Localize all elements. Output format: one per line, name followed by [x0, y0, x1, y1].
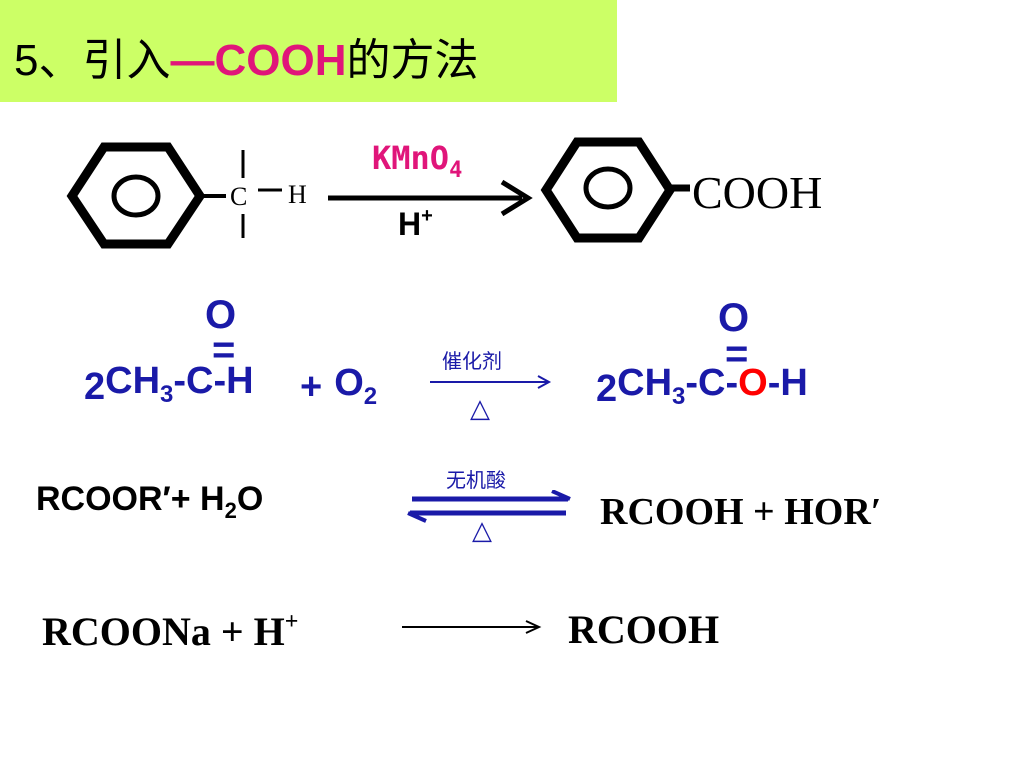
reaction1-structures: [66, 137, 690, 249]
condition-superscript: +: [421, 205, 433, 227]
catalyst-label: 催化剂: [442, 349, 502, 373]
ester-text: RCOOR′+ H: [36, 480, 225, 518]
inorganic-acid-label: 无机酸: [446, 468, 506, 492]
reaction4-arrow: [402, 620, 542, 634]
carboxylic-acid-product: RCOOH: [568, 607, 720, 652]
hydrolysis-products: RCOOH + HOR′: [600, 491, 882, 533]
title-prefix: 5、引入: [14, 36, 171, 85]
condition-h-plus: H+: [398, 205, 433, 243]
salt-h-superscript: +: [284, 609, 299, 635]
ch-part: CH: [105, 360, 161, 402]
hydrogen-label: H: [288, 180, 307, 209]
reagent-text: KMnO: [372, 139, 450, 177]
p-ch3-subscript: 3: [672, 383, 686, 410]
p-ch-part: CH: [617, 362, 673, 404]
plus-sign: +: [300, 366, 323, 408]
heat-symbol-2: △: [472, 516, 492, 546]
title-suffix: 的方法: [346, 36, 479, 85]
salt-reactants: RCOONa + H+: [42, 608, 298, 655]
product-cooh: COOH: [692, 167, 823, 218]
salt-text: RCOONa + H: [42, 609, 285, 654]
acetaldehyde-formula: 2CH3-C-H: [84, 360, 254, 408]
p-c-part: -C-: [685, 362, 739, 404]
ester-reactants: RCOOR′+ H2O: [36, 480, 264, 523]
oxygen-reactant: + O2: [300, 362, 377, 410]
carbon-label: C: [230, 182, 248, 211]
acetic-acid-formula: 2CH3-C-O-H: [596, 362, 808, 410]
p-h-part: -H: [767, 362, 808, 404]
reaction1-arrow-head: [500, 179, 533, 217]
benzene-circle-left: [111, 174, 161, 218]
heat-symbol: △: [470, 394, 490, 424]
reagent-subscript: 4: [449, 158, 463, 183]
aldehyde-oxygen: O: [205, 293, 237, 337]
reaction2-arrow: [430, 375, 552, 389]
condition-text: H: [398, 206, 422, 242]
water-subscript: 2: [224, 498, 237, 523]
acid-double-bond: =: [725, 332, 749, 376]
ch-tail: -C-H: [173, 360, 254, 402]
ch3-subscript: 3: [160, 381, 174, 408]
equilibrium-arrow: [407, 490, 571, 523]
benzene-ring-left: [66, 142, 206, 249]
slide-title: 5、引入—COOH的方法: [14, 24, 478, 88]
coefficient-1: 2: [84, 366, 106, 408]
acid-oxygen: O: [718, 296, 750, 340]
benzene-ring-right: [540, 137, 676, 243]
o2-subscript: 2: [363, 383, 378, 410]
benzene-circle-right: [583, 166, 633, 210]
coefficient-2: 2: [596, 368, 618, 410]
aldehyde-double-bond: =: [212, 328, 236, 372]
title-highlight: —COOH: [170, 36, 347, 85]
reagent-kmno4: KMnO4: [372, 139, 462, 183]
title-banner: [0, 0, 617, 102]
hydroxyl-oxygen: O: [738, 362, 768, 404]
o2-text: O: [334, 362, 364, 404]
water-o: O: [236, 480, 264, 518]
